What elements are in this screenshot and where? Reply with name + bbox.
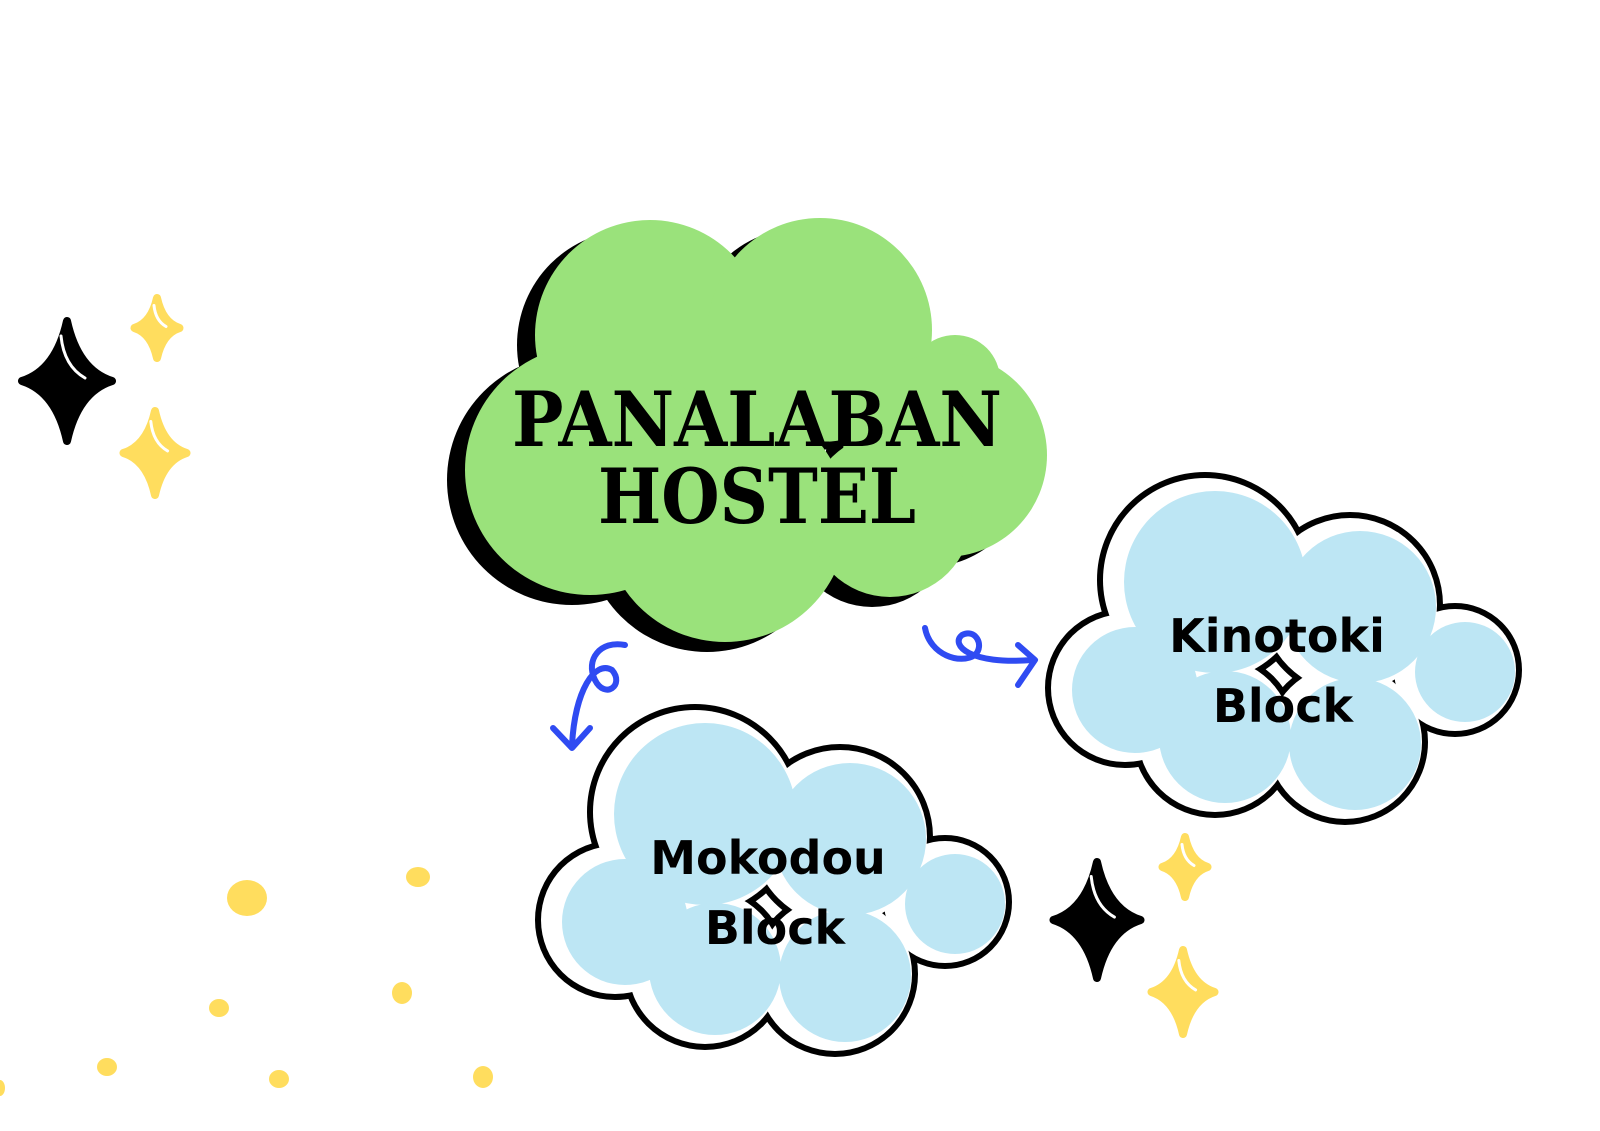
cloud-fill-lobe bbox=[649, 903, 781, 1035]
dot-decoration bbox=[227, 880, 267, 916]
dot-decoration bbox=[0, 1080, 5, 1096]
sparkle-icon bbox=[119, 407, 191, 499]
cloud-fill-lobe bbox=[1415, 622, 1515, 722]
cloud-fill-lobe bbox=[774, 763, 926, 915]
dot-decoration bbox=[392, 982, 412, 1004]
kinotoki-label-line1: Kinotoki bbox=[1169, 609, 1385, 663]
cloud-fill-lobe bbox=[1159, 671, 1291, 803]
decorations bbox=[0, 294, 1219, 1096]
sparkle-icon bbox=[1049, 858, 1145, 982]
sparkle-highlight bbox=[152, 304, 168, 328]
cloud-fill-lobe bbox=[1289, 678, 1421, 810]
cloud-lobe bbox=[808, 433, 972, 597]
main-title-line2: HOSTEL bbox=[598, 452, 916, 541]
arrow-icon-to-mokodou bbox=[550, 641, 628, 751]
cloud-mokodou-block bbox=[535, 704, 1012, 1057]
sparkle-highlight bbox=[1089, 875, 1116, 919]
cloud-kinotoki-block bbox=[1045, 472, 1522, 825]
dot-decoration bbox=[209, 999, 229, 1017]
main-title-line1: PANALABAN bbox=[512, 375, 1002, 464]
cloud-fill-lobe bbox=[1124, 491, 1306, 673]
sparkle-highlight bbox=[1180, 843, 1196, 867]
cloud-fill-lobe bbox=[614, 723, 796, 905]
mokodou-label-line1: Mokodou bbox=[650, 831, 886, 885]
kinotoki-label-line2: Block bbox=[1213, 679, 1355, 733]
dot-decoration bbox=[473, 1066, 493, 1088]
cloud-lobe bbox=[603, 398, 847, 642]
sparkle-highlight bbox=[59, 334, 87, 380]
cloud-fill-lobe bbox=[905, 854, 1005, 954]
sparkle-highlight bbox=[1177, 959, 1198, 992]
dot-decoration bbox=[406, 867, 430, 887]
mokodou-label-line2: Block bbox=[705, 901, 847, 955]
cloud-fill-lobe bbox=[779, 910, 911, 1042]
dot-decoration bbox=[97, 1058, 117, 1076]
sparkle-icon bbox=[1147, 946, 1219, 1038]
dot-decoration bbox=[269, 1070, 289, 1088]
sparkle-icon bbox=[130, 294, 184, 362]
arrow-icon-to-kinotoki bbox=[922, 625, 1038, 688]
sparkle-icon bbox=[1158, 833, 1212, 901]
sparkle-highlight bbox=[149, 420, 170, 453]
main-cloud-panalaban-hostel bbox=[447, 218, 1047, 652]
cloud-fill-lobe bbox=[1284, 531, 1436, 683]
sparkle-icon bbox=[18, 317, 116, 445]
